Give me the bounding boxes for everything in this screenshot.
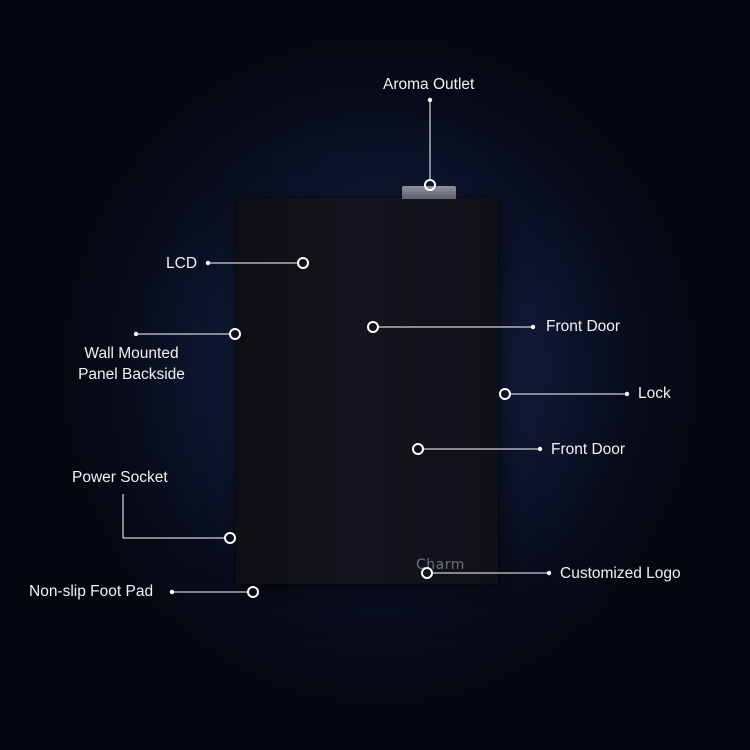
- label-lcd: LCD: [166, 255, 198, 272]
- lcd-marker: [297, 257, 309, 269]
- wall-mounted-marker: [229, 328, 241, 340]
- foot-pad-marker: [247, 586, 259, 598]
- power-socket-leader: [122, 494, 225, 539]
- label-aroma-outlet: Aroma Outlet: [383, 76, 475, 93]
- front-door-top-marker: [367, 321, 379, 333]
- wall-mounted-dot: [133, 331, 139, 337]
- front-door-bottom-marker: [412, 443, 424, 455]
- lcd-dot: [205, 260, 211, 266]
- label-customized-logo: Customized Logo: [560, 565, 681, 582]
- label-power-socket: Power Socket: [72, 469, 168, 486]
- lock-dot: [624, 391, 630, 397]
- power-socket-marker: [224, 532, 236, 544]
- lock-marker: [499, 388, 511, 400]
- front-door-top-dot: [530, 324, 536, 330]
- aroma-outlet-dot: [427, 97, 433, 103]
- label-front-door-top: Front Door: [546, 318, 621, 335]
- label-lock: Lock: [638, 385, 671, 402]
- aroma-outlet-marker: [424, 179, 436, 191]
- label-foot-pad: Non-slip Foot Pad: [29, 583, 154, 600]
- aroma-outlet-cap: [402, 186, 456, 199]
- customized-logo-marker: [421, 567, 433, 579]
- front-door-bottom-dot: [537, 446, 543, 452]
- label-front-door-bottom: Front Door: [551, 441, 626, 458]
- customized-logo-dot: [546, 570, 552, 576]
- aroma-diffuser-body: [236, 198, 498, 584]
- label-wall-mounted: Wall Mounted Panel Backside: [78, 345, 185, 383]
- foot-pad-dot: [169, 589, 175, 595]
